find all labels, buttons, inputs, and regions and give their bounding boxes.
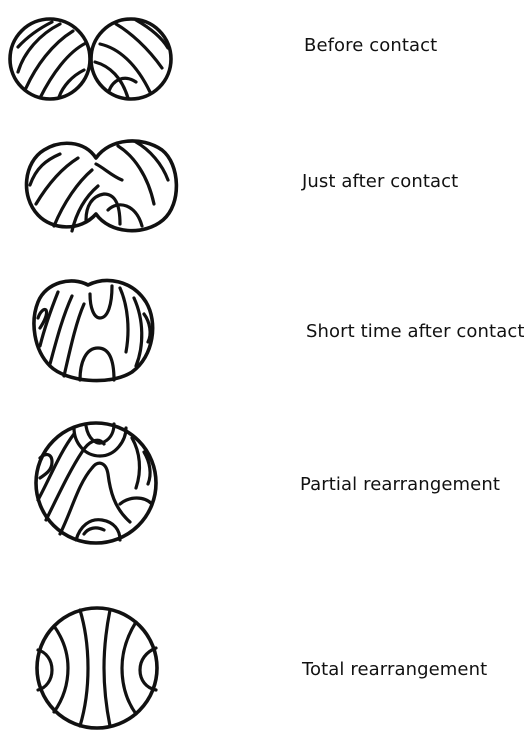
domain-line	[80, 348, 114, 380]
domain-line	[96, 164, 122, 180]
domain-line	[134, 298, 142, 366]
stage-short-time-after-drawing	[34, 281, 153, 381]
domain-line	[120, 288, 128, 352]
stage-label-total-rearrangement: Total rearrangement	[302, 659, 487, 681]
domain-line	[80, 610, 88, 726]
domain-line	[46, 440, 104, 520]
domain-line	[122, 622, 136, 714]
domain-line	[118, 146, 154, 204]
domain-line	[90, 286, 112, 318]
stage-label-before-contact: Before contact	[304, 35, 437, 57]
domain-line	[136, 142, 168, 180]
stage-just-after-contact-drawing	[27, 141, 177, 231]
domain-line	[104, 610, 110, 726]
stage-label-just-after-contact: Just after contact	[302, 171, 458, 193]
stage-label-partial-rearrangement: Partial rearrangement	[300, 474, 500, 496]
right-particle-outline	[91, 19, 171, 99]
stage-partial-rearrangement-drawing	[36, 423, 156, 543]
domain-line	[144, 314, 150, 342]
domain-line	[38, 434, 74, 500]
domain-line	[54, 626, 68, 712]
stage-total-rearrangement-drawing	[37, 608, 157, 728]
stage-before-contact-drawing	[10, 19, 171, 99]
domain-line	[132, 438, 139, 488]
domain-line	[108, 205, 142, 226]
domain-line	[76, 520, 120, 540]
domain-line	[116, 24, 162, 68]
domain-line	[120, 498, 152, 504]
stage-label-short-time-after-contact: Short time after contact	[306, 321, 524, 343]
domain-line	[84, 528, 104, 534]
domain-line	[40, 292, 58, 346]
